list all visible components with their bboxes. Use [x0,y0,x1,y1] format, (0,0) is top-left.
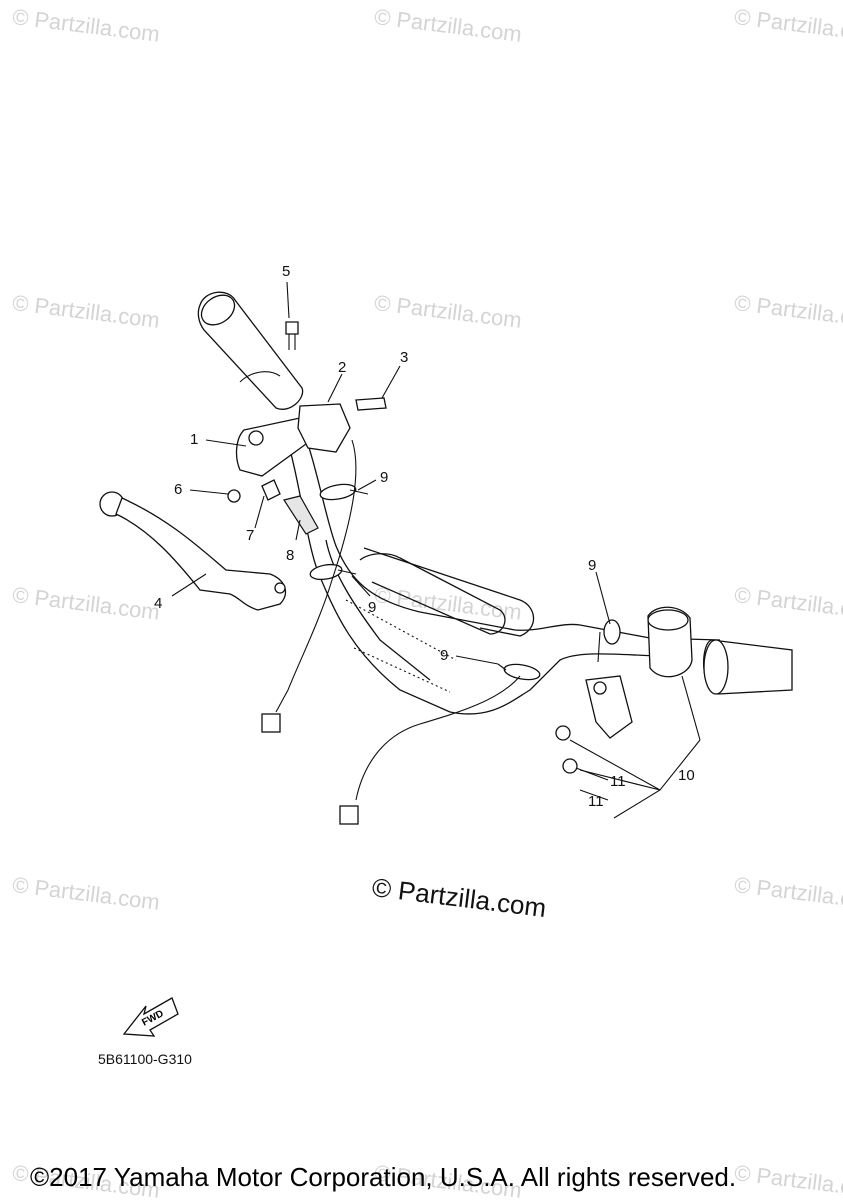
bolts-and-fasteners [227,321,578,774]
callout-7: 7 [246,527,254,544]
lever-holder [235,417,307,477]
callout-11: 11 [610,773,626,790]
callout-9: 9 [588,557,596,574]
diagram-code: 5B61100-G310 [98,1051,192,1067]
callouts: 5 2 3 1 6 7 8 4 9 9 9 9 10 11 11 [154,263,695,810]
callout-9: 9 [380,469,388,486]
callout-9: 9 [440,647,448,664]
callout-9: 9 [368,599,376,616]
fwd-arrow: FWD [122,997,179,1037]
switch-housing-left [297,403,351,453]
leader-lines [171,281,701,819]
callout-1: 1 [190,431,198,448]
callout-10: 10 [678,767,695,784]
callout-3: 3 [400,349,408,366]
callout-5: 5 [282,263,290,280]
callout-8: 8 [286,547,294,564]
callout-2: 2 [338,359,346,376]
right-switch [585,606,693,739]
left-grip [197,291,304,410]
callout-11: 11 [588,793,604,810]
callout-4: 4 [154,595,162,612]
right-grip [702,639,793,695]
clutch-lever [99,491,287,611]
callout-6: 6 [174,481,182,498]
copyright-notice: ©2017 Yamaha Motor Corporation, U.S.A. A… [30,1162,737,1192]
wiring-harness [261,439,521,825]
